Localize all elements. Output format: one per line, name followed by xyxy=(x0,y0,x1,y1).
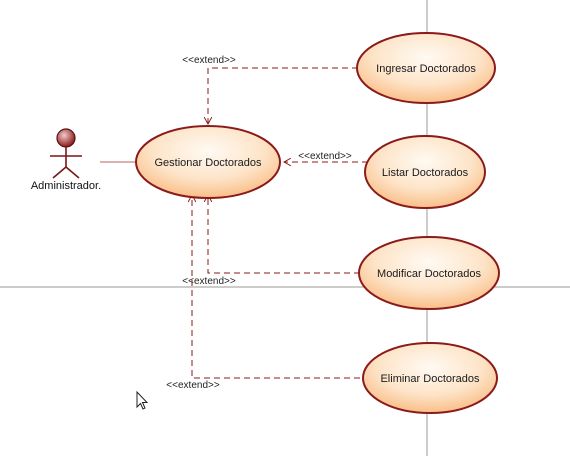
use-case-gestionar-label: Gestionar Doctorados xyxy=(155,157,262,169)
use-case-ingresar-label: Ingresar Doctorados xyxy=(376,63,476,75)
extend-eliminar-line xyxy=(192,195,360,379)
extend-ingresar[interactable]: <<extend>> xyxy=(182,55,358,124)
extend-eliminar[interactable]: <<extend>> xyxy=(166,195,360,391)
use-case-modificar[interactable]: Modificar Doctorados xyxy=(358,236,500,310)
use-case-gestionar[interactable]: Gestionar Doctorados xyxy=(135,125,281,199)
extend-listar[interactable]: <<extend>> xyxy=(284,151,368,162)
extend-modificar-line xyxy=(208,195,360,274)
use-case-ingresar-shape xyxy=(356,32,496,104)
use-case-eliminar-label: Eliminar Doctorados xyxy=(380,373,480,385)
mouse-cursor-icon xyxy=(136,390,149,410)
use-case-modificar-label: Modificar Doctorados xyxy=(377,268,481,280)
actor-label: Administrador. xyxy=(31,180,101,192)
use-case-gestionar-shape xyxy=(135,125,281,199)
use-case-ingresar[interactable]: Ingresar Doctorados xyxy=(356,32,496,104)
extend-listar-label: <<extend>> xyxy=(298,151,352,162)
use-case-modificar-shape xyxy=(358,236,500,310)
extend-modificar-label: <<extend>> xyxy=(182,276,236,287)
extend-ingresar-line xyxy=(208,67,358,124)
extend-eliminar-label: <<extend>> xyxy=(166,380,220,391)
actor-head xyxy=(56,128,76,148)
use-case-listar-label: Listar Doctorados xyxy=(382,167,469,179)
use-case-eliminar[interactable]: Eliminar Doctorados xyxy=(362,342,498,414)
use-case-eliminar-shape xyxy=(362,342,498,414)
extend-ingresar-label: <<extend>> xyxy=(182,55,236,66)
actor-administrador[interactable]: Administrador. xyxy=(31,128,101,192)
actor-leg-right xyxy=(65,166,80,179)
extend-modificar[interactable]: <<extend>> xyxy=(182,195,360,287)
use-case-listar-shape xyxy=(364,135,486,209)
use-case-listar[interactable]: Listar Doctorados xyxy=(364,135,486,209)
actor-leg-left xyxy=(52,166,67,179)
